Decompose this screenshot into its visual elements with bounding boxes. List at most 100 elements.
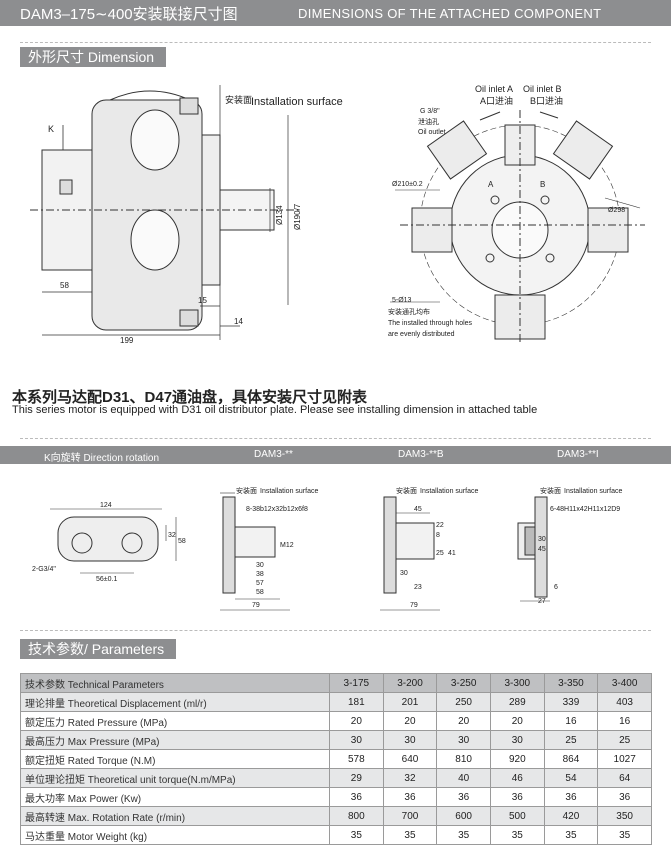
parameter-value: 25 xyxy=(597,730,652,750)
parameter-value: 600 xyxy=(436,806,491,826)
parameter-value: 25 xyxy=(543,730,599,750)
spline-1: 8-38b12x32b12x6f8 xyxy=(246,506,308,513)
dim-30b: 30 xyxy=(400,570,408,577)
parameter-label: 单位理论扭矩 Theoretical unit torque(N.m/MPa) xyxy=(20,768,330,788)
parameter-value: 20 xyxy=(489,711,545,731)
parameter-value: 250 xyxy=(436,692,491,712)
note-en: This series motor is equipped with D31 o… xyxy=(12,404,538,416)
phi298-label: Ø298 xyxy=(608,207,625,214)
divider xyxy=(20,630,651,631)
spline-3: 6-48H11x42H11x12D9 xyxy=(550,506,620,513)
dim-45c: 45 xyxy=(538,546,546,553)
parameter-value: 20 xyxy=(329,711,384,731)
col-dam3: DAM3-** xyxy=(254,449,293,460)
parameter-label: 额定扭矩 Rated Torque (N.M) xyxy=(20,749,330,769)
section-parameters-label: 技术参数/ Parameters xyxy=(20,639,177,659)
parameter-label: 理论排量 Theoretical Displacement (ml/r) xyxy=(20,692,330,712)
parameter-value: 578 xyxy=(329,749,384,769)
parameter-value: 20 xyxy=(436,711,491,731)
parameter-value: 54 xyxy=(543,768,599,788)
side-view-drawing: K 安装面 Installation surface 58 199 15 14 … xyxy=(30,85,343,345)
phi210-label: Ø210±0.2 xyxy=(392,181,423,188)
drain-en: Oil outlet xyxy=(418,129,446,136)
parameter-value: 289 xyxy=(489,692,545,712)
g38-label: G 3/8" xyxy=(420,108,440,115)
parameter-value: 640 xyxy=(382,749,438,769)
dim-phi190: Ø190/7 xyxy=(293,203,302,230)
oil-inlet-a-cn: A口进油 xyxy=(480,95,513,106)
oil-inlet-b: Oil inlet B xyxy=(523,84,562,94)
dim-25: 25 xyxy=(436,550,444,557)
dim-38: 38 xyxy=(256,571,264,578)
parameter-value: 36 xyxy=(329,787,384,807)
parameter-value: 864 xyxy=(543,749,599,769)
parameter-value: 36 xyxy=(436,787,491,807)
dim-8: 8 xyxy=(436,532,440,539)
dim-58b: 58 xyxy=(256,589,264,596)
col-dam3-i: DAM3-**I xyxy=(557,449,599,460)
parameter-label: 最高转速 Max. Rotation Rate (r/min) xyxy=(20,806,330,826)
parameter-value: 32 xyxy=(382,768,438,788)
dim-56: 56±0.1 xyxy=(96,576,117,583)
parameter-value: 36 xyxy=(543,787,599,807)
install-cn-3: 安装面 xyxy=(540,486,561,495)
parameter-label: 技术参数 Technical Parameters xyxy=(20,673,330,693)
parameter-value: 30 xyxy=(489,730,545,750)
parameter-value: 420 xyxy=(543,806,599,826)
parameter-value: 181 xyxy=(329,692,384,712)
k-label: K xyxy=(48,124,54,134)
parameter-value: 36 xyxy=(597,787,652,807)
k-direction-label: K向旋转 Direction rotation xyxy=(44,453,160,464)
parameter-value: 46 xyxy=(489,768,545,788)
dim-m12: M12 xyxy=(280,542,294,549)
parameter-value: 3-350 xyxy=(543,673,599,693)
parameter-value: 30 xyxy=(329,730,384,750)
parameter-value: 30 xyxy=(382,730,438,750)
dim-27: 27 xyxy=(538,598,546,605)
dim-58: 58 xyxy=(178,538,186,545)
dim-32: 32 xyxy=(168,532,176,539)
holes-note1: The installed through holes xyxy=(388,320,473,327)
divider xyxy=(20,42,651,43)
dim-57: 57 xyxy=(256,580,264,587)
dim-124: 124 xyxy=(100,502,112,509)
parameter-value: 40 xyxy=(436,768,491,788)
dim-6: 6 xyxy=(554,584,558,591)
dim-41: 41 xyxy=(448,550,456,557)
parameter-label: 最高压力 Max Pressure (MPa) xyxy=(20,730,330,750)
dim-79b: 79 xyxy=(410,602,418,609)
page-header: DAM3–175∼400安装联接尺寸图 DIMENSIONS OF THE AT… xyxy=(0,0,671,26)
install-en-1: Installation surface xyxy=(260,488,318,495)
parameter-value: 800 xyxy=(329,806,384,826)
parameter-value: 36 xyxy=(382,787,438,807)
dim-23: 23 xyxy=(414,584,422,591)
parameter-value: 3-250 xyxy=(436,673,491,693)
front-view-drawing: Oil inlet A A口进油 Oil inlet B B口进油 G 3/8"… xyxy=(388,84,645,345)
drain-cn: 泄油孔 xyxy=(418,117,439,126)
parameter-value: 500 xyxy=(489,806,545,826)
parameter-value: 36 xyxy=(489,787,545,807)
dim-phi134: Ø134 xyxy=(275,205,284,225)
parameter-value: 64 xyxy=(597,768,652,788)
install-surface-cn: 安装面 xyxy=(225,94,252,105)
small-drawings: 124 32 58 2-G3/4" 56±0.1 安装面 Installatio… xyxy=(32,486,622,611)
install-cn-2: 安装面 xyxy=(396,486,417,495)
parameter-value: 1027 xyxy=(597,749,652,769)
parameter-value: 35 xyxy=(489,825,545,845)
dim-15: 15 xyxy=(198,296,207,305)
install-surface-en: Installation surface xyxy=(251,96,343,108)
parameter-value: 350 xyxy=(597,806,652,826)
holes-label: 5-Ø13 xyxy=(392,297,412,304)
dim-30c: 30 xyxy=(538,536,546,543)
section-dimension-label: 外形尺寸 Dimension xyxy=(20,47,167,67)
parameter-value: 201 xyxy=(382,692,438,712)
parameter-value: 3-400 xyxy=(597,673,652,693)
dim-199: 199 xyxy=(120,336,134,345)
